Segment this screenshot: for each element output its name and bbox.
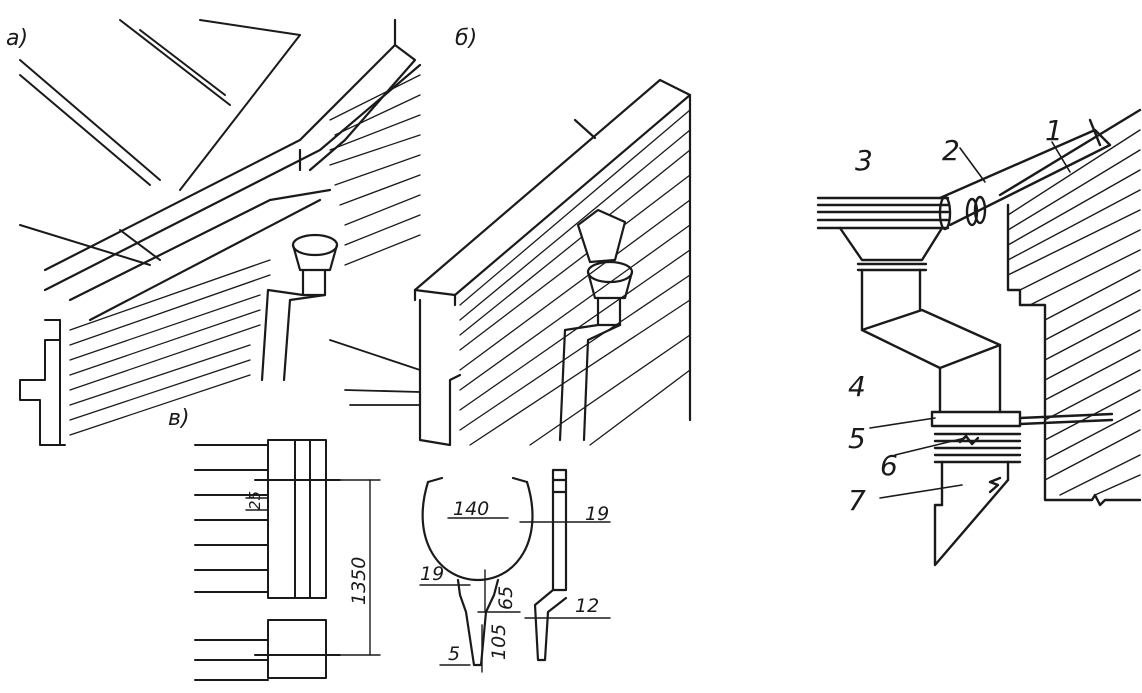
- callout-numbers: 1 2 3 4 5 6 7: [848, 114, 1063, 517]
- panel-b-roof-slope: [329, 339, 421, 406]
- dim-105: 105: [488, 624, 510, 660]
- dim-19-right: 19: [585, 503, 609, 525]
- panel-label-a: а): [6, 26, 28, 51]
- callout-5: 5: [848, 422, 866, 455]
- callout-6: 6: [880, 449, 898, 482]
- panel-a-wall-hatch: [69, 74, 421, 436]
- callout-7: 7: [848, 484, 866, 517]
- panel-v-side-view: [194, 439, 341, 681]
- dim-19-left: 19: [420, 563, 444, 585]
- callout-4: 4: [848, 370, 866, 403]
- right-leader-lines: [869, 141, 1071, 499]
- panel-v-hook-dims: [419, 517, 611, 673]
- panel-labels: а) б) в): [6, 26, 477, 431]
- callout-1: 1: [1045, 114, 1063, 147]
- panel-v-hook-front: [421, 476, 534, 667]
- panel-v-drawing: [194, 439, 611, 681]
- panel-b-drawing: [329, 78, 692, 447]
- right-gutter: [816, 118, 1112, 231]
- dim-25: 25: [246, 491, 264, 510]
- right-funnel: [838, 226, 944, 332]
- dim-1350: 1350: [348, 557, 370, 605]
- panel-a-rafter-end: [19, 319, 66, 446]
- dim-140: 140: [453, 498, 489, 520]
- right-section-drawing: [816, 108, 1142, 567]
- right-downpipe: [933, 432, 1022, 567]
- dim-5: 5: [448, 643, 460, 665]
- panel-label-v: в): [168, 406, 190, 431]
- panel-v-hook-side: [533, 468, 568, 662]
- callout-2: 2: [942, 134, 960, 167]
- callout-3: 3: [855, 144, 873, 177]
- panel-a-downpipe: [260, 233, 339, 382]
- panel-v-dim-lines: [245, 479, 381, 656]
- dim-12: 12: [575, 595, 599, 617]
- right-wall: [998, 108, 1142, 507]
- panel-label-b: б): [455, 26, 477, 51]
- panel-b-wall-hatch: [459, 109, 691, 446]
- dimension-labels: 25 1350 140 19 19 65 12 5 105: [246, 491, 609, 665]
- panel-a-gutter: [43, 18, 422, 322]
- dim-65: 65: [495, 586, 517, 610]
- panel-b-funnel: [558, 208, 634, 442]
- panel-a-roof-battens: [19, 19, 301, 266]
- right-elbow: [860, 308, 1002, 414]
- right-wall-hatch: [1007, 129, 1141, 496]
- panel-a-drawing: [19, 18, 422, 446]
- panel-b-parapet: [413, 78, 692, 447]
